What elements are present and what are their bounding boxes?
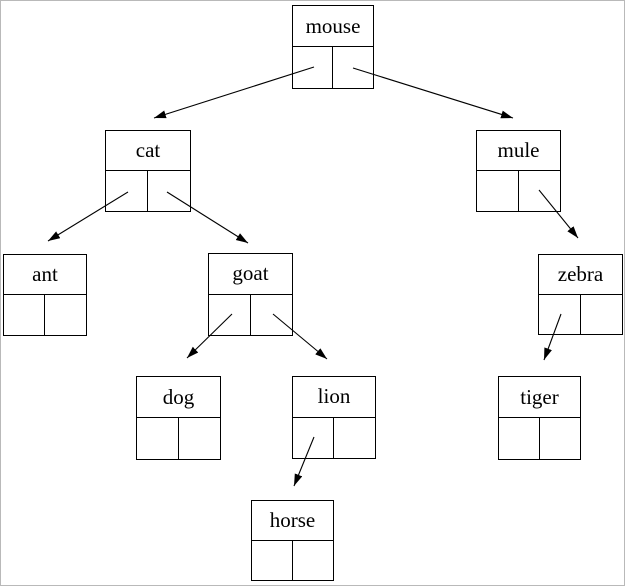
node-pointer-cells bbox=[106, 171, 190, 211]
node-lion: lion bbox=[292, 376, 376, 459]
node-dog: dog bbox=[136, 376, 221, 460]
left-pointer-cell bbox=[209, 294, 251, 335]
node-pointer-cells bbox=[293, 417, 375, 459]
edge-zebra-left-tiger bbox=[543, 313, 562, 361]
left-pointer-cell bbox=[252, 540, 293, 580]
right-pointer-cell bbox=[334, 418, 375, 459]
left-pointer-cell bbox=[539, 294, 581, 334]
node-mouse: mouse bbox=[292, 5, 374, 89]
right-pointer-cell bbox=[581, 295, 623, 335]
left-pointer-cell bbox=[137, 418, 179, 459]
edge-mouse-left-cat bbox=[153, 66, 315, 119]
left-pointer-cell bbox=[293, 417, 334, 458]
edge-goat-right-lion bbox=[272, 313, 328, 360]
node-label: goat bbox=[209, 254, 292, 295]
node-mule: mule bbox=[476, 130, 561, 212]
left-pointer-cell bbox=[106, 171, 148, 211]
right-pointer-cell bbox=[333, 47, 373, 88]
edge-cat-left-ant bbox=[47, 191, 129, 242]
right-pointer-cell bbox=[251, 295, 293, 336]
right-pointer-cell bbox=[148, 171, 190, 211]
node-label: zebra bbox=[539, 255, 622, 295]
node-cat: cat bbox=[105, 130, 191, 212]
node-zebra: zebra bbox=[538, 254, 623, 335]
edge-cat-right-goat bbox=[166, 191, 249, 244]
edge-goat-left-dog bbox=[186, 313, 233, 359]
left-pointer-cell bbox=[293, 47, 333, 88]
right-pointer-cell bbox=[540, 418, 581, 459]
node-pointer-cells bbox=[499, 418, 580, 459]
node-label: tiger bbox=[499, 377, 580, 418]
node-ant: ant bbox=[3, 254, 87, 336]
right-pointer-cell bbox=[179, 418, 221, 459]
left-pointer-cell bbox=[477, 171, 519, 211]
node-pointer-cells bbox=[252, 540, 334, 581]
node-pointer-cells bbox=[4, 295, 86, 335]
edge-mouse-right-mule bbox=[352, 67, 514, 119]
node-label: mouse bbox=[293, 6, 373, 47]
left-pointer-cell bbox=[499, 418, 540, 459]
node-pointer-cells bbox=[477, 171, 560, 211]
node-pointer-cells bbox=[539, 294, 623, 335]
node-label: lion bbox=[293, 377, 375, 418]
node-horse: horse bbox=[251, 500, 334, 581]
node-goat: goat bbox=[208, 253, 293, 336]
node-pointer-cells bbox=[209, 294, 293, 336]
node-label: horse bbox=[252, 501, 333, 541]
node-label: cat bbox=[106, 131, 190, 171]
edge-lion-left-horse bbox=[293, 436, 315, 487]
node-label: dog bbox=[137, 377, 220, 418]
node-pointer-cells bbox=[137, 418, 220, 459]
right-pointer-cell bbox=[45, 295, 86, 335]
right-pointer-cell bbox=[519, 171, 561, 211]
node-pointer-cells bbox=[293, 47, 373, 88]
node-label: ant bbox=[4, 255, 86, 295]
node-label: mule bbox=[477, 131, 560, 171]
right-pointer-cell bbox=[293, 541, 334, 581]
edge-mule-right-zebra bbox=[538, 189, 579, 239]
left-pointer-cell bbox=[4, 295, 45, 335]
node-tiger: tiger bbox=[498, 376, 581, 460]
